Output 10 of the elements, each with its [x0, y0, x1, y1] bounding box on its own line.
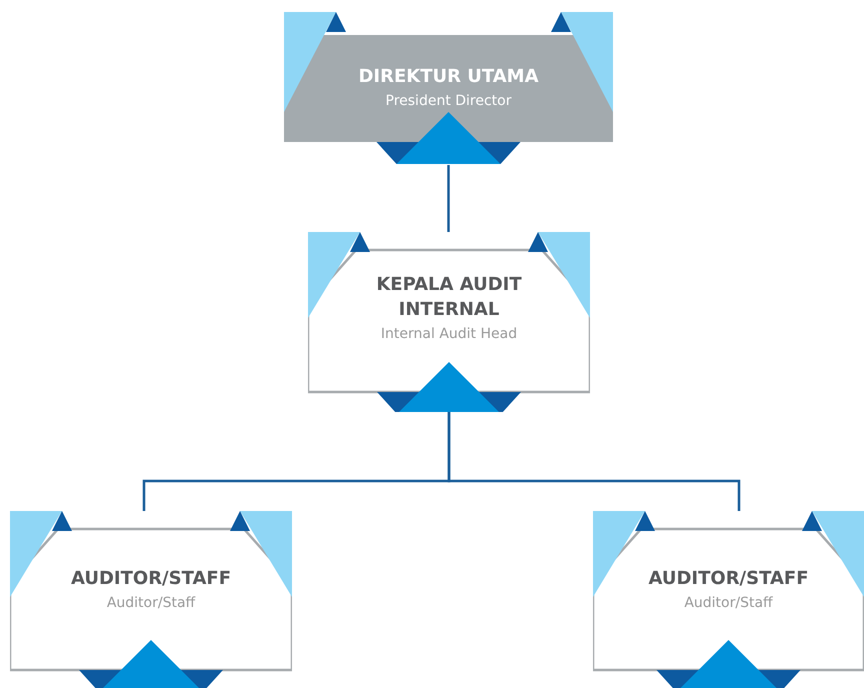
position-title: AUDITOR/STAFF — [647, 567, 810, 591]
position-title: DIREKTUR UTAMA — [357, 65, 540, 89]
position-subtitle: Auditor/Staff — [106, 594, 196, 613]
position-subtitle: Auditor/Staff — [683, 594, 774, 613]
position-subtitle: President Director — [384, 92, 512, 111]
position-title: KEPALA AUDIT INTERNAL — [375, 273, 523, 322]
position-title: AUDITOR/STAFF — [70, 567, 232, 591]
connector-line — [448, 412, 740, 511]
position-subtitle: Internal Audit Head — [380, 325, 518, 344]
connector-line — [447, 165, 450, 232]
